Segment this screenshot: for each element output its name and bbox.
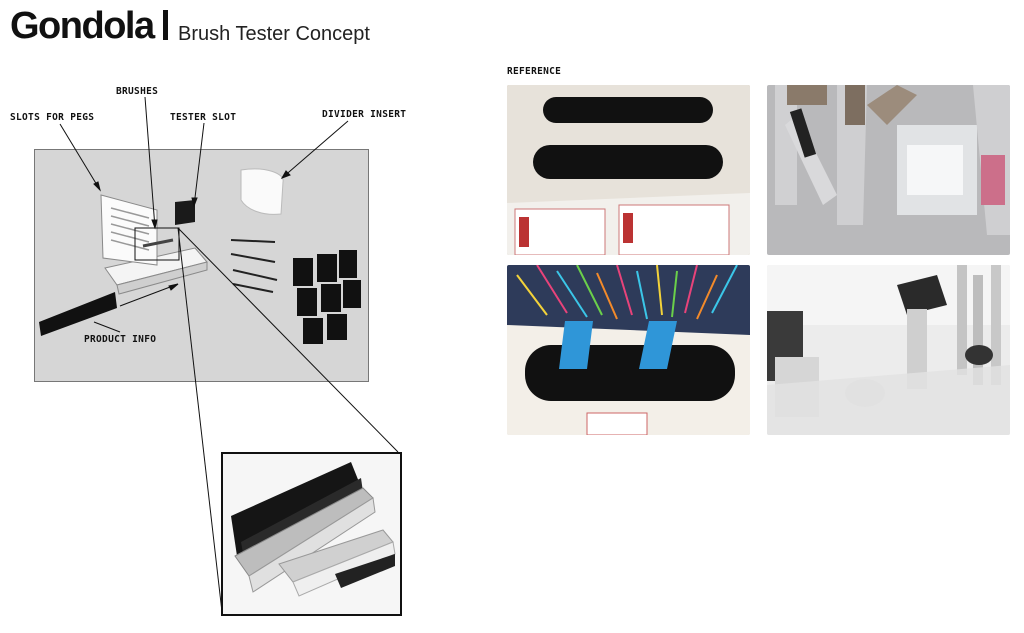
callout-product-info: PRODUCT INFO bbox=[84, 334, 157, 345]
reference-photo-colorful-brushes bbox=[507, 265, 750, 435]
brush-insert-closeup bbox=[223, 454, 400, 614]
tester-slot-card bbox=[175, 200, 195, 225]
reference-photo-acrylic-brush-holder bbox=[767, 265, 1010, 435]
callout-tester-slot: TESTER SLOT bbox=[170, 112, 237, 123]
page-subtitle: Brush Tester Concept bbox=[178, 23, 370, 45]
reference-label: REFERENCE bbox=[507, 66, 562, 77]
callout-slots-for-pegs: SLOTS FOR PEGS bbox=[10, 112, 95, 123]
callout-brushes: BRUSHES bbox=[116, 86, 159, 97]
concept-render bbox=[34, 149, 369, 382]
reference-photo-makeup-brushes bbox=[767, 85, 1010, 255]
product-info-strip bbox=[39, 292, 117, 336]
pegboard-panel bbox=[100, 194, 158, 266]
brush-tester-zoom bbox=[221, 452, 402, 616]
product-packs bbox=[293, 250, 361, 344]
callout-divider-insert: DIVIDER INSERT bbox=[322, 109, 407, 120]
divider-insert bbox=[240, 168, 284, 215]
title-separator bbox=[163, 10, 168, 40]
reference-photo-hair-brush-tray bbox=[507, 85, 750, 255]
gondola-exploded-view bbox=[39, 168, 361, 344]
page-title: Gondola bbox=[10, 5, 155, 47]
